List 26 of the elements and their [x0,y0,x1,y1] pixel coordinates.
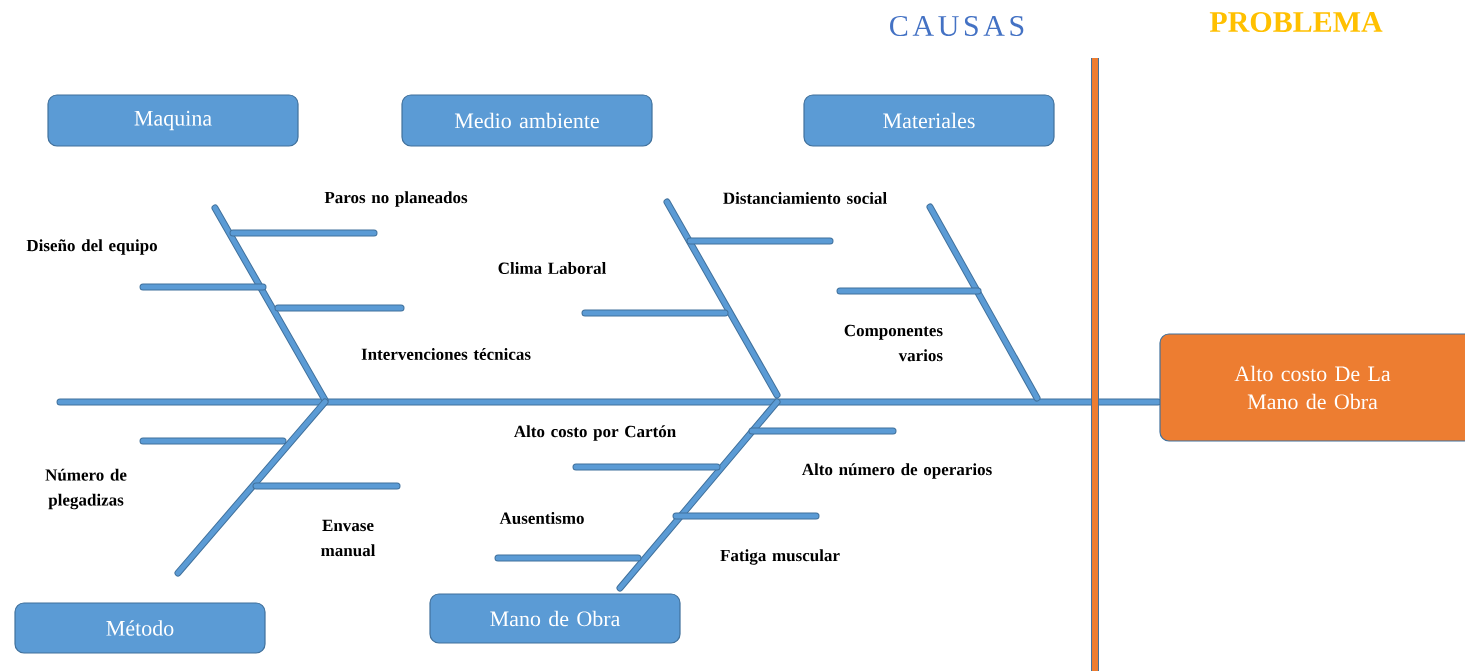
cause-label: Clima Laboral [498,262,607,274]
box-text: Medio ambiente [454,112,599,129]
cause-label: Ausentismo [499,512,584,524]
box-text: Método [106,620,174,636]
cause-label: Componentes varios [844,324,943,362]
category-box [14,602,266,654]
cause-label: Alto costo por Cartón [513,425,676,441]
cause-label: Alto número de operarios [801,463,992,479]
cause-label: Envase manual [321,519,376,557]
heading: CAUSAS [890,15,1024,37]
cause-label: Fatiga muscular [720,549,840,565]
box-text: Maquina [134,110,212,131]
box-text: Materiales [883,112,975,129]
category-box [429,593,681,644]
box-text: Alto costo De La Mano de Obra [1234,365,1391,410]
category-box [803,94,1055,147]
problem-box [1159,333,1465,442]
cause-label: Diseño del equipo [26,239,157,255]
heading: PROBLEMA [1209,11,1383,33]
category-box [401,94,653,147]
cause-label: Número de plegadizas [45,468,127,510]
cause-label: Paros no planeados [324,191,468,207]
cause-label: Distanciamiento social [723,192,887,204]
cause-label: Intervenciones técnicas [361,348,531,360]
box-text: Mano de Obra [490,610,621,627]
category-box [47,94,299,147]
